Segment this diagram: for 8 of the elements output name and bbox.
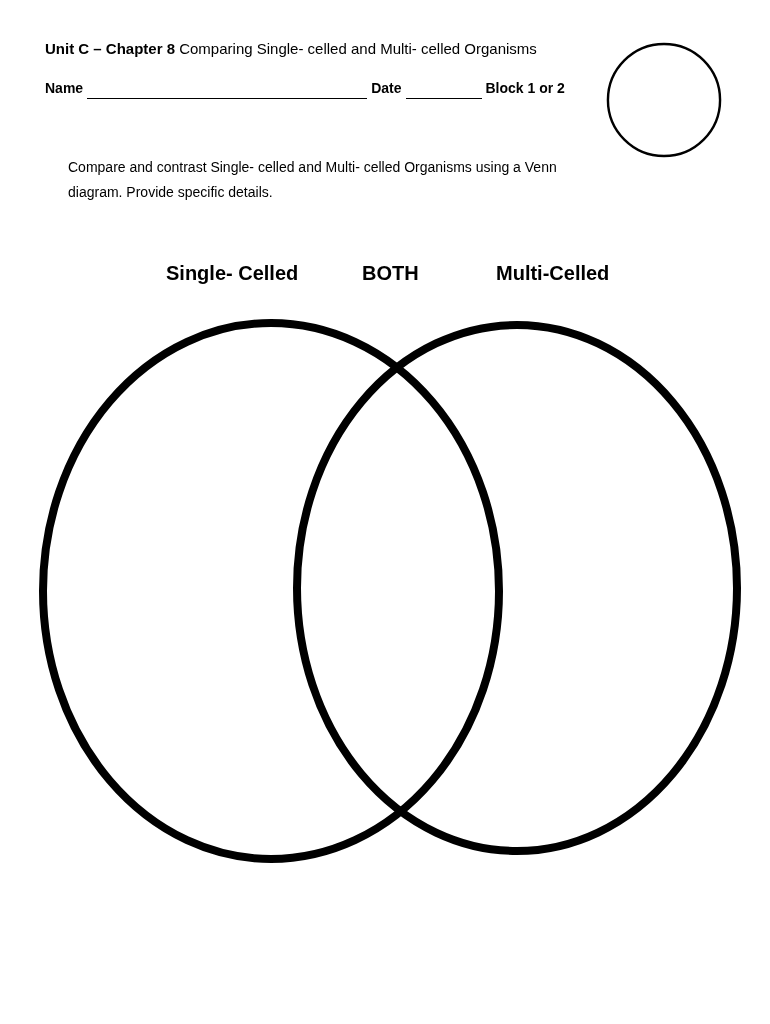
date-label: Date [371, 79, 402, 98]
heading: BOTH [362, 261, 419, 286]
name-label: Name [45, 79, 84, 98]
instructions: Compare and contrast Single- celled and Multi- celled Organisms using a Venn diagram. Provide specific details. [68, 158, 558, 202]
worksheet-title: Unit C – Chapter 8 Comparing Single- celled and Multi- celled Organisms [45, 39, 537, 59]
heading: Multi-Celled [496, 261, 610, 286]
heading: Single- Celled [166, 261, 299, 286]
block-label: Block 1 or 2 [485, 79, 565, 98]
